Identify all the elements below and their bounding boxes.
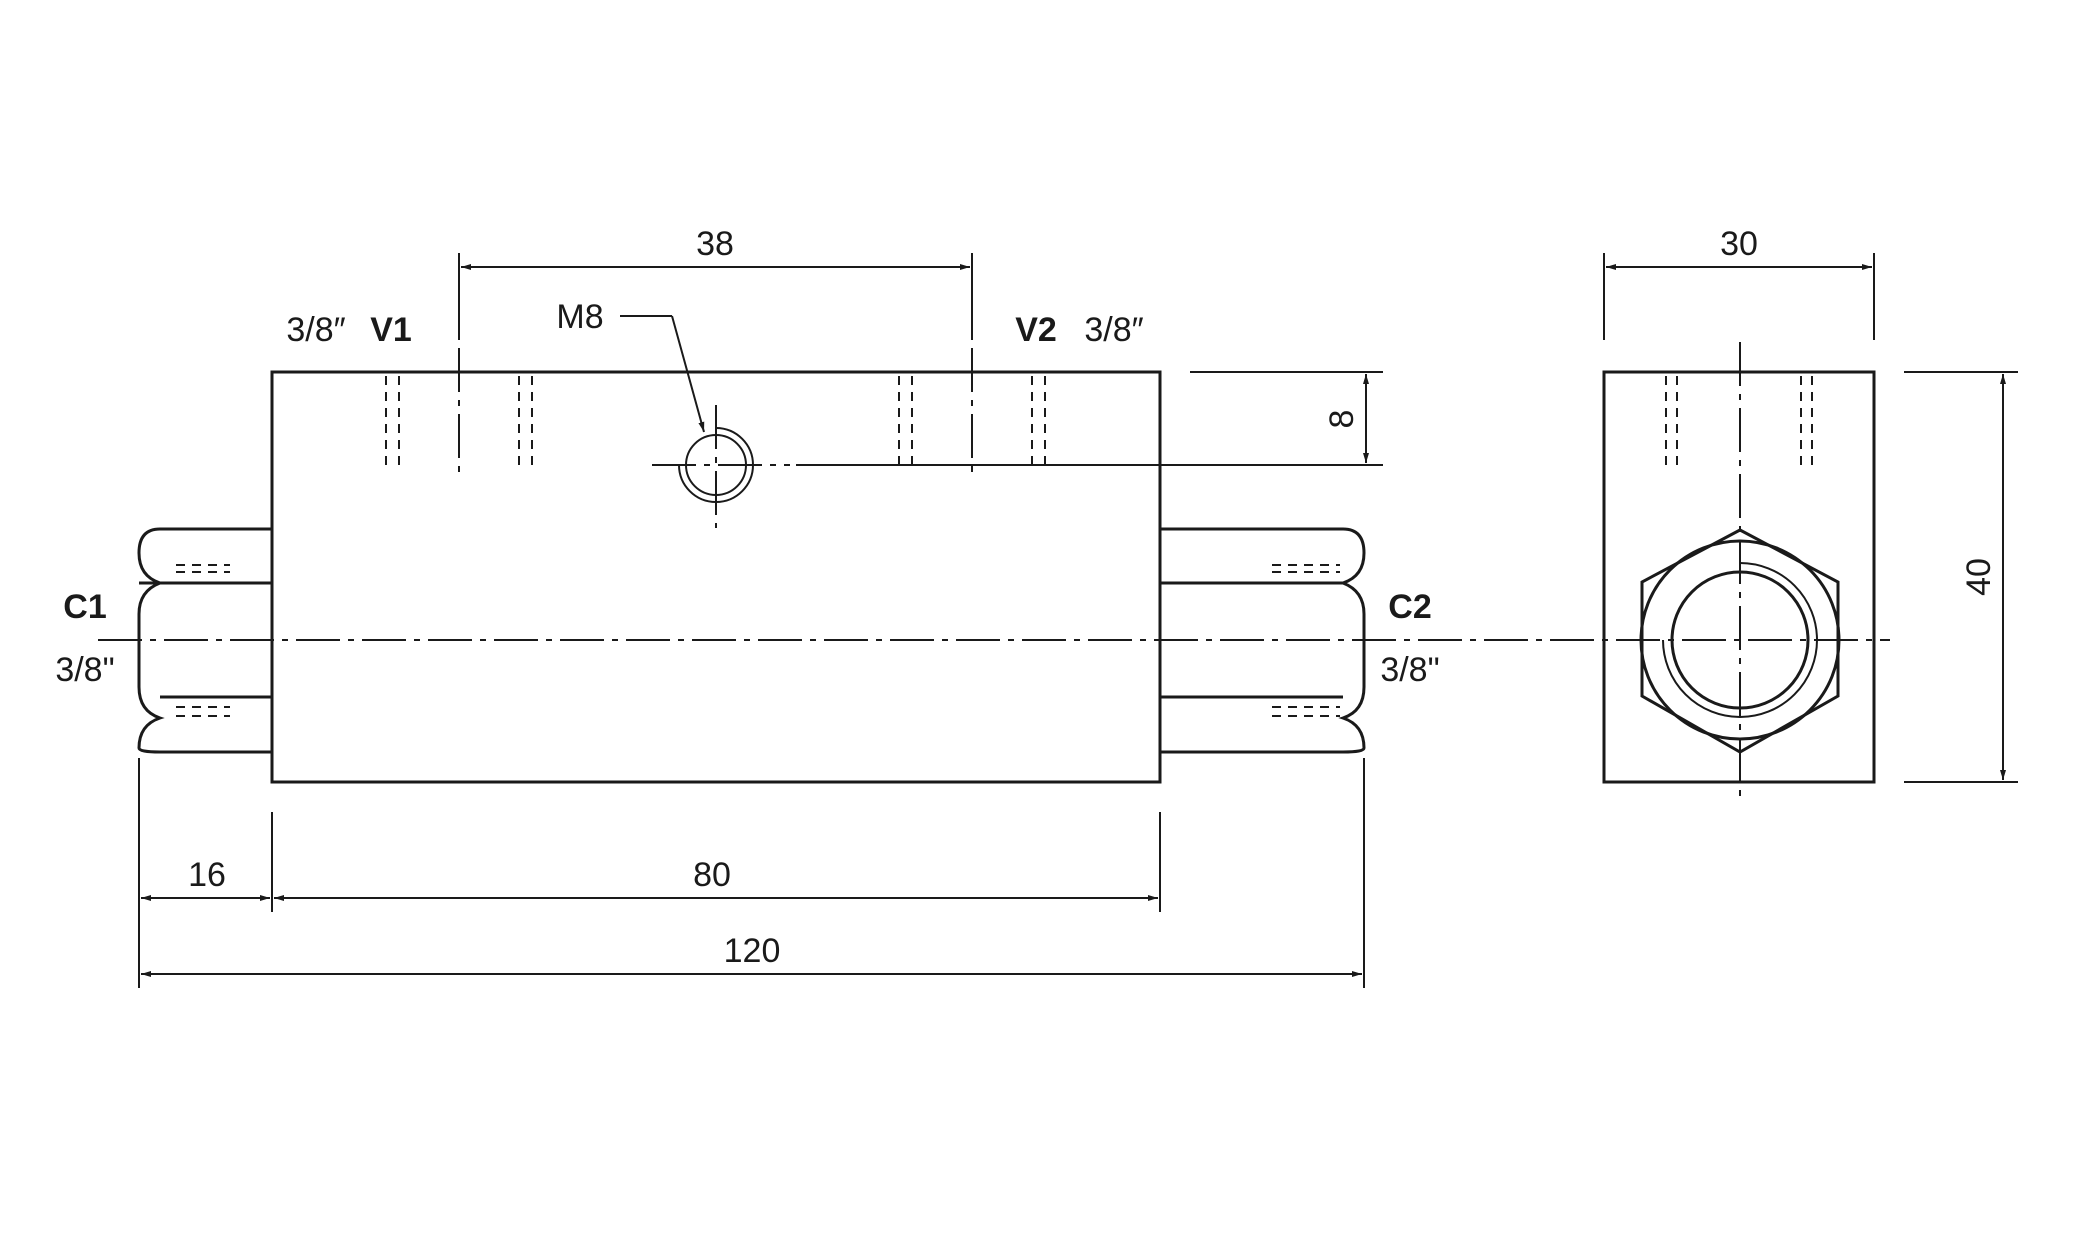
dimension-120 [141, 758, 1365, 988]
v1-label: V1 [370, 311, 412, 349]
dimension-16 [138, 758, 273, 988]
side-view [1602, 342, 1876, 800]
m8-mounting-hole [652, 405, 790, 528]
v1-size-label: 3/8″ [286, 311, 345, 349]
m8-label: M8 [556, 298, 603, 336]
port-fitting-c2 [1160, 527, 1366, 754]
c1-size-label: 3/8" [55, 651, 114, 689]
c2-label: C2 [1388, 588, 1431, 626]
dimension-40 [1904, 371, 2018, 783]
dimension-30 [1603, 253, 1875, 340]
dimension-38 [458, 253, 973, 340]
dim-text-80: 80 [693, 856, 731, 894]
c2-size-label: 3/8" [1380, 651, 1439, 689]
dim-text-8: 8 [1323, 410, 1361, 429]
dim-text-30: 30 [1720, 225, 1758, 263]
port-fitting-c1 [137, 527, 272, 754]
v2-port-hidden-bore [898, 348, 1046, 478]
dim-text-16: 16 [188, 856, 226, 894]
v2-label: V2 [1015, 311, 1057, 349]
m8-leader [620, 315, 705, 433]
c1-label: C1 [63, 588, 106, 626]
valve-body [270, 370, 1162, 784]
dim-text-120: 120 [724, 932, 781, 970]
dim-text-38: 38 [696, 225, 734, 263]
v2-size-label: 3/8″ [1084, 311, 1143, 349]
dimension-80 [274, 812, 1161, 912]
v1-port-hidden-bore [385, 348, 533, 478]
dim-text-40: 40 [1960, 558, 1998, 596]
front-view [98, 348, 1890, 784]
